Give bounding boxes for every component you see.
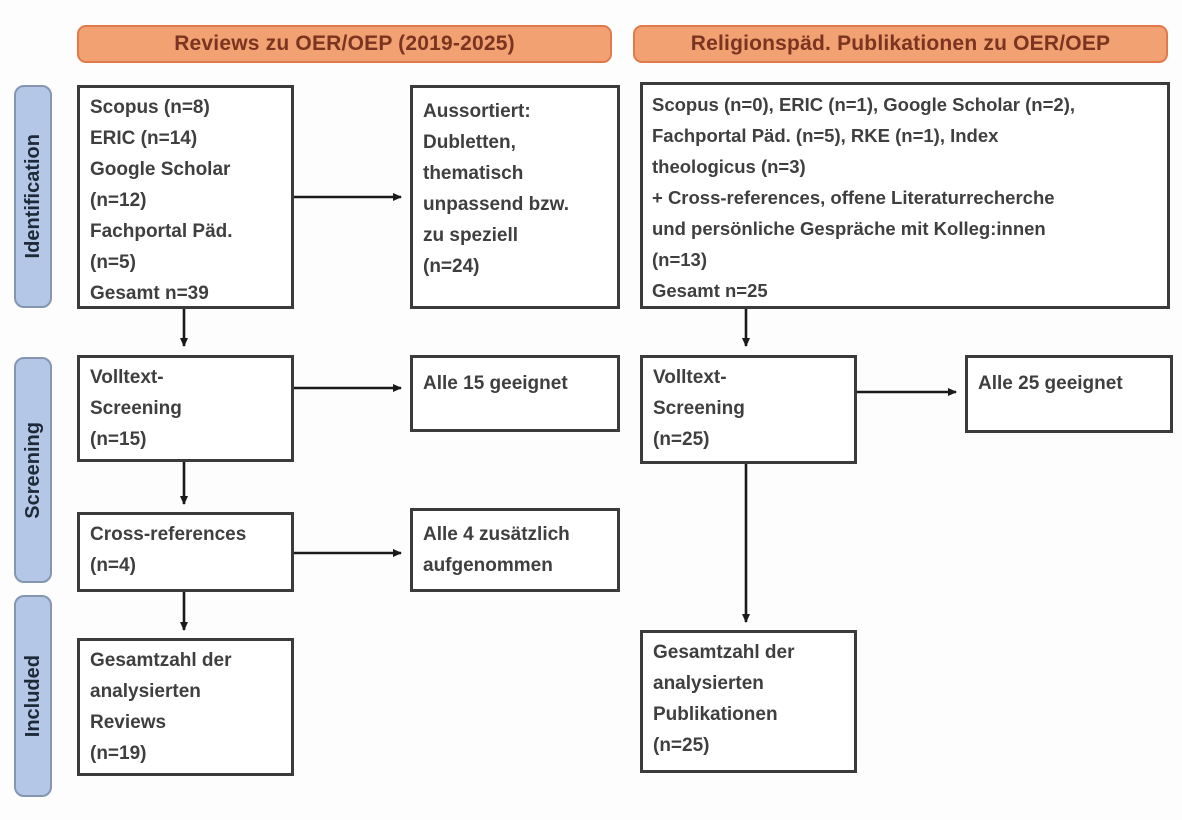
box-line: thematisch bbox=[423, 163, 524, 184]
box-line: (n=25) bbox=[653, 429, 710, 450]
box-alle-25-geeignet: Alle 25 geeignet bbox=[965, 355, 1173, 433]
box-line: (n=24) bbox=[423, 256, 480, 277]
box-line: Screening bbox=[90, 398, 182, 419]
box-line: Cross-references bbox=[90, 524, 247, 545]
box-line: zu speziell bbox=[423, 225, 519, 246]
box-line: (n=13) bbox=[652, 249, 708, 270]
box-line: (n=4) bbox=[90, 555, 136, 576]
box-line: Dubletten, bbox=[423, 132, 516, 153]
box-line: (n=19) bbox=[90, 743, 147, 764]
column-header-religionspaed: Religionspäd. Publikationen zu OER/OEP bbox=[633, 25, 1168, 63]
box-line: Google Scholar bbox=[90, 159, 231, 180]
box-line: Gesamt n=39 bbox=[90, 283, 209, 304]
box-sources-left: Scopus (n=8) ERIC (n=14) Google Scholar … bbox=[77, 85, 294, 309]
box-line: Gesamtzahl der bbox=[653, 642, 795, 663]
box-line: unpassend bzw. bbox=[423, 194, 570, 215]
box-line: (n=25) bbox=[653, 735, 710, 756]
box-alle-4-zusaetzlich: Alle 4 zusätzlich aufgenommen bbox=[410, 508, 620, 592]
box-line: Alle 4 zusätzlich bbox=[423, 524, 570, 545]
stage-label-identification: Identification bbox=[14, 85, 52, 308]
box-aussortiert: Aussortiert: Dubletten, thematisch unpas… bbox=[410, 85, 620, 309]
box-alle-15-geeignet: Alle 15 geeignet bbox=[410, 355, 620, 432]
stage-label-text: Included bbox=[21, 654, 44, 738]
box-line: Volltext- bbox=[90, 367, 164, 388]
box-line: Gesamtzahl der bbox=[90, 650, 232, 671]
box-line: Alle 25 geeignet bbox=[978, 373, 1123, 394]
box-line: theologicus (n=3) bbox=[652, 156, 806, 177]
stage-label-included: Included bbox=[14, 595, 52, 797]
stage-label-screening: Screening bbox=[14, 357, 52, 583]
box-line: Screening bbox=[653, 398, 745, 419]
box-line: Alle 15 geeignet bbox=[423, 373, 568, 394]
box-line: analysierten bbox=[653, 673, 764, 694]
box-line: Fachportal Päd. bbox=[90, 221, 233, 242]
box-line: aufgenommen bbox=[423, 555, 553, 576]
box-line: (n=15) bbox=[90, 429, 147, 450]
box-line: ERIC (n=14) bbox=[90, 128, 198, 149]
box-line: Fachportal Päd. (n=5), RKE (n=1), Index bbox=[652, 125, 999, 146]
box-cross-references: Cross-references (n=4) bbox=[77, 512, 294, 592]
box-line: Reviews bbox=[90, 712, 167, 733]
stage-label-text: Identification bbox=[21, 134, 44, 259]
box-line: Volltext- bbox=[653, 367, 727, 388]
box-volltext-screening-left: Volltext- Screening (n=15) bbox=[77, 355, 294, 462]
box-gesamtzahl-reviews: Gesamtzahl der analysierten Reviews (n=1… bbox=[77, 638, 294, 776]
box-gesamtzahl-publikationen: Gesamtzahl der analysierten Publikatione… bbox=[640, 630, 857, 773]
box-line: Scopus (n=0), ERIC (n=1), Google Scholar… bbox=[652, 94, 1075, 115]
box-line: (n=12) bbox=[90, 190, 147, 211]
box-line: und persönliche Gespräche mit Kolleg:inn… bbox=[652, 218, 1046, 239]
box-line: Publikationen bbox=[653, 704, 778, 725]
box-line: analysierten bbox=[90, 681, 201, 702]
stage-label-text: Screening bbox=[21, 421, 44, 519]
box-sources-right: Scopus (n=0), ERIC (n=1), Google Scholar… bbox=[640, 82, 1170, 309]
box-line: Gesamt n=25 bbox=[652, 280, 768, 301]
box-line: Scopus (n=8) bbox=[90, 97, 210, 118]
box-volltext-screening-right: Volltext- Screening (n=25) bbox=[640, 355, 857, 464]
box-line: + Cross-references, offene Literaturrech… bbox=[652, 187, 1055, 208]
box-line: Aussortiert: bbox=[423, 101, 531, 122]
column-header-reviews: Reviews zu OER/OEP (2019-2025) bbox=[77, 25, 612, 63]
box-line: (n=5) bbox=[90, 252, 136, 273]
